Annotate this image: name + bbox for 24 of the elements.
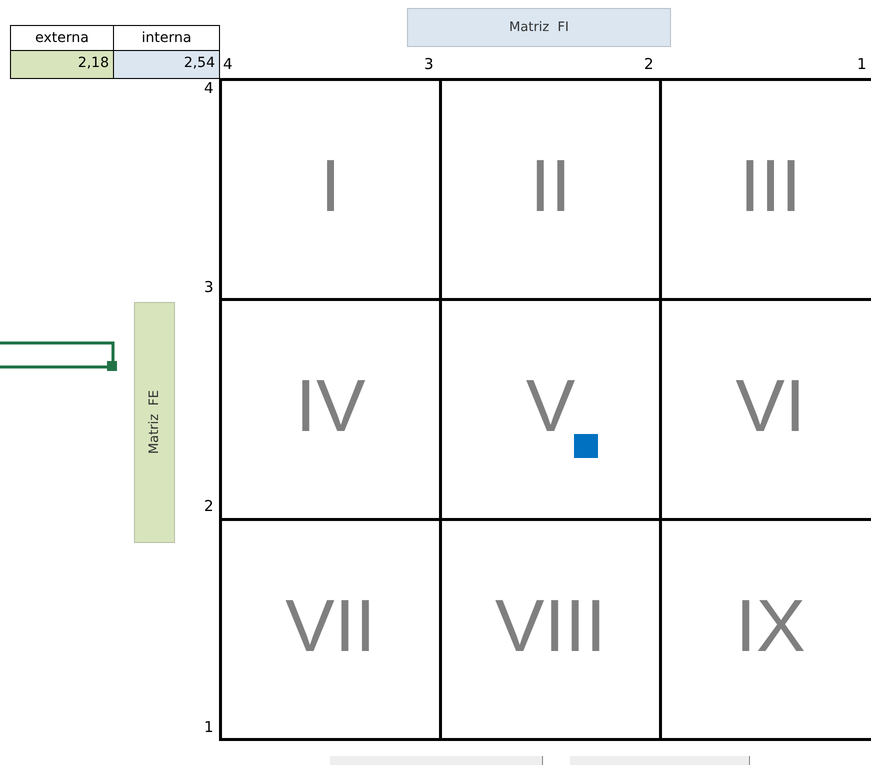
roman-numeral: V (524, 369, 576, 443)
roman-numeral: VIII (494, 589, 608, 663)
title-box: Matriz FI (407, 8, 671, 47)
roman-numeral: VI (734, 369, 806, 443)
position-marker (574, 434, 598, 458)
title-box: Matriz FE (134, 302, 175, 543)
axis-tick-label: 3 (424, 57, 434, 72)
axis-tick-label: 1 (857, 57, 867, 72)
roman-numeral: II (528, 149, 572, 223)
axis-tick-label: 3 (204, 280, 214, 295)
axis-tick-label: 1 (204, 720, 214, 735)
roman-numeral: VII (284, 589, 377, 663)
axis-tick-label: 2 (644, 57, 654, 72)
matrix-cell (219, 78, 442, 301)
matrix-cell (219, 518, 442, 741)
axis-tick-label: 4 (223, 57, 233, 72)
axis-tick-label: 2 (204, 499, 214, 514)
value-cell: 2,54 (113, 50, 220, 79)
axis-tick-label: 4 (204, 81, 214, 96)
roman-numeral: IV (294, 369, 366, 443)
roman-numeral: I (319, 149, 342, 223)
roman-numeral: III (738, 149, 802, 223)
roman-numeral: IX (734, 589, 806, 663)
value-cell: 2,18 (10, 50, 114, 79)
